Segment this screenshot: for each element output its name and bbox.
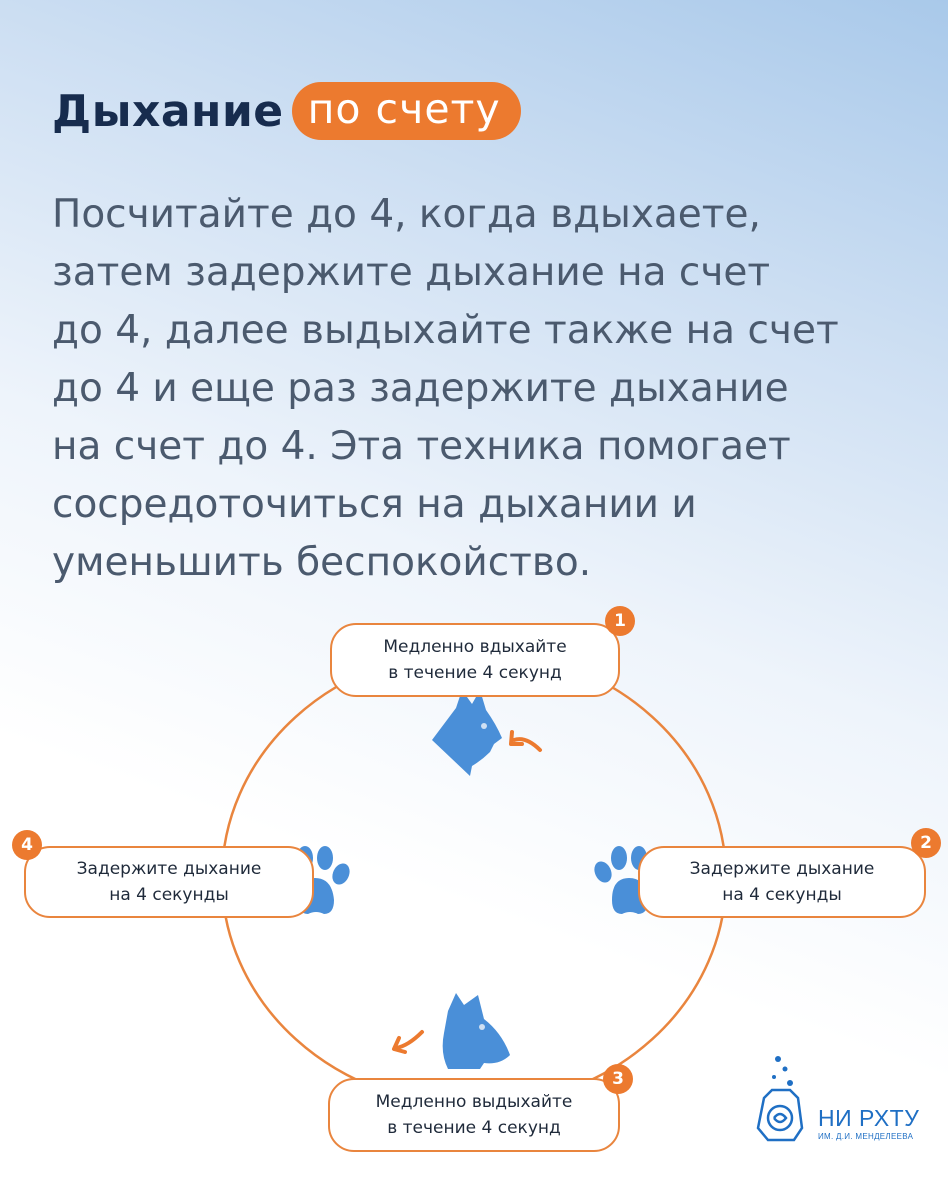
step-text: на 4 секунды: [722, 885, 842, 905]
description-line: Посчитайте до 4, когда вдыхаете,: [52, 192, 761, 237]
step-text: Медленно вдыхайте: [383, 637, 567, 657]
step-text: в течение 4 секунд: [387, 1118, 561, 1138]
step-2-badge: 2: [911, 828, 941, 858]
cat-head-icon: [442, 993, 510, 1069]
description-line: до 4 и еще раз задержите дыхание: [52, 366, 789, 411]
title-main: Дыхание: [52, 85, 284, 137]
step-4-hold: Задержите дыхание на 4 секунды: [24, 846, 314, 918]
logo: НИ РХТУ ИМ. Д.И. МЕНДЕЛЕЕВА: [818, 1105, 919, 1143]
description-line: затем задержите дыхание на счет: [52, 250, 771, 295]
step-3-exhale: Медленно выдыхайте в течение 4 секунд: [328, 1078, 620, 1152]
description-line: уменьшить беспокойство.: [52, 540, 592, 585]
step-2-hold: Задержите дыхание на 4 секунды: [638, 846, 926, 918]
step-text: Задержите дыхание: [689, 859, 875, 879]
step-text: Медленно выдыхайте: [375, 1092, 573, 1112]
step-1-badge: 1: [605, 606, 635, 636]
step-3-badge: 3: [603, 1064, 633, 1094]
step-text: на 4 секунды: [109, 885, 229, 905]
description-text: Посчитайте до 4, когда вдыхаете, затем з…: [52, 186, 912, 592]
description-line: сосредоточиться на дыхании и: [52, 482, 697, 527]
title-accent-pill: по счету: [291, 82, 521, 140]
step-text: в течение 4 секунд: [388, 663, 562, 683]
curved-arrow-icon: [509, 730, 542, 752]
description-line: до 4, далее выдыхайте также на счет: [52, 308, 839, 353]
step-text: Задержите дыхание: [76, 859, 262, 879]
page-title: Дыхание по счету: [52, 80, 521, 142]
cat-head-icon: [432, 690, 502, 776]
step-4-badge: 4: [12, 830, 42, 860]
logo-subtitle: ИМ. Д.И. МЕНДЕЛЕЕВА: [818, 1132, 914, 1141]
description-line: на счет до 4. Эта техника помогает: [52, 424, 791, 469]
curved-arrow-icon: [392, 1030, 424, 1054]
step-1-inhale: Медленно вдыхайте в течение 4 секунд: [330, 623, 620, 697]
logo-emblem-icon: [756, 1056, 804, 1142]
logo-name: НИ РХТУ: [818, 1105, 920, 1131]
